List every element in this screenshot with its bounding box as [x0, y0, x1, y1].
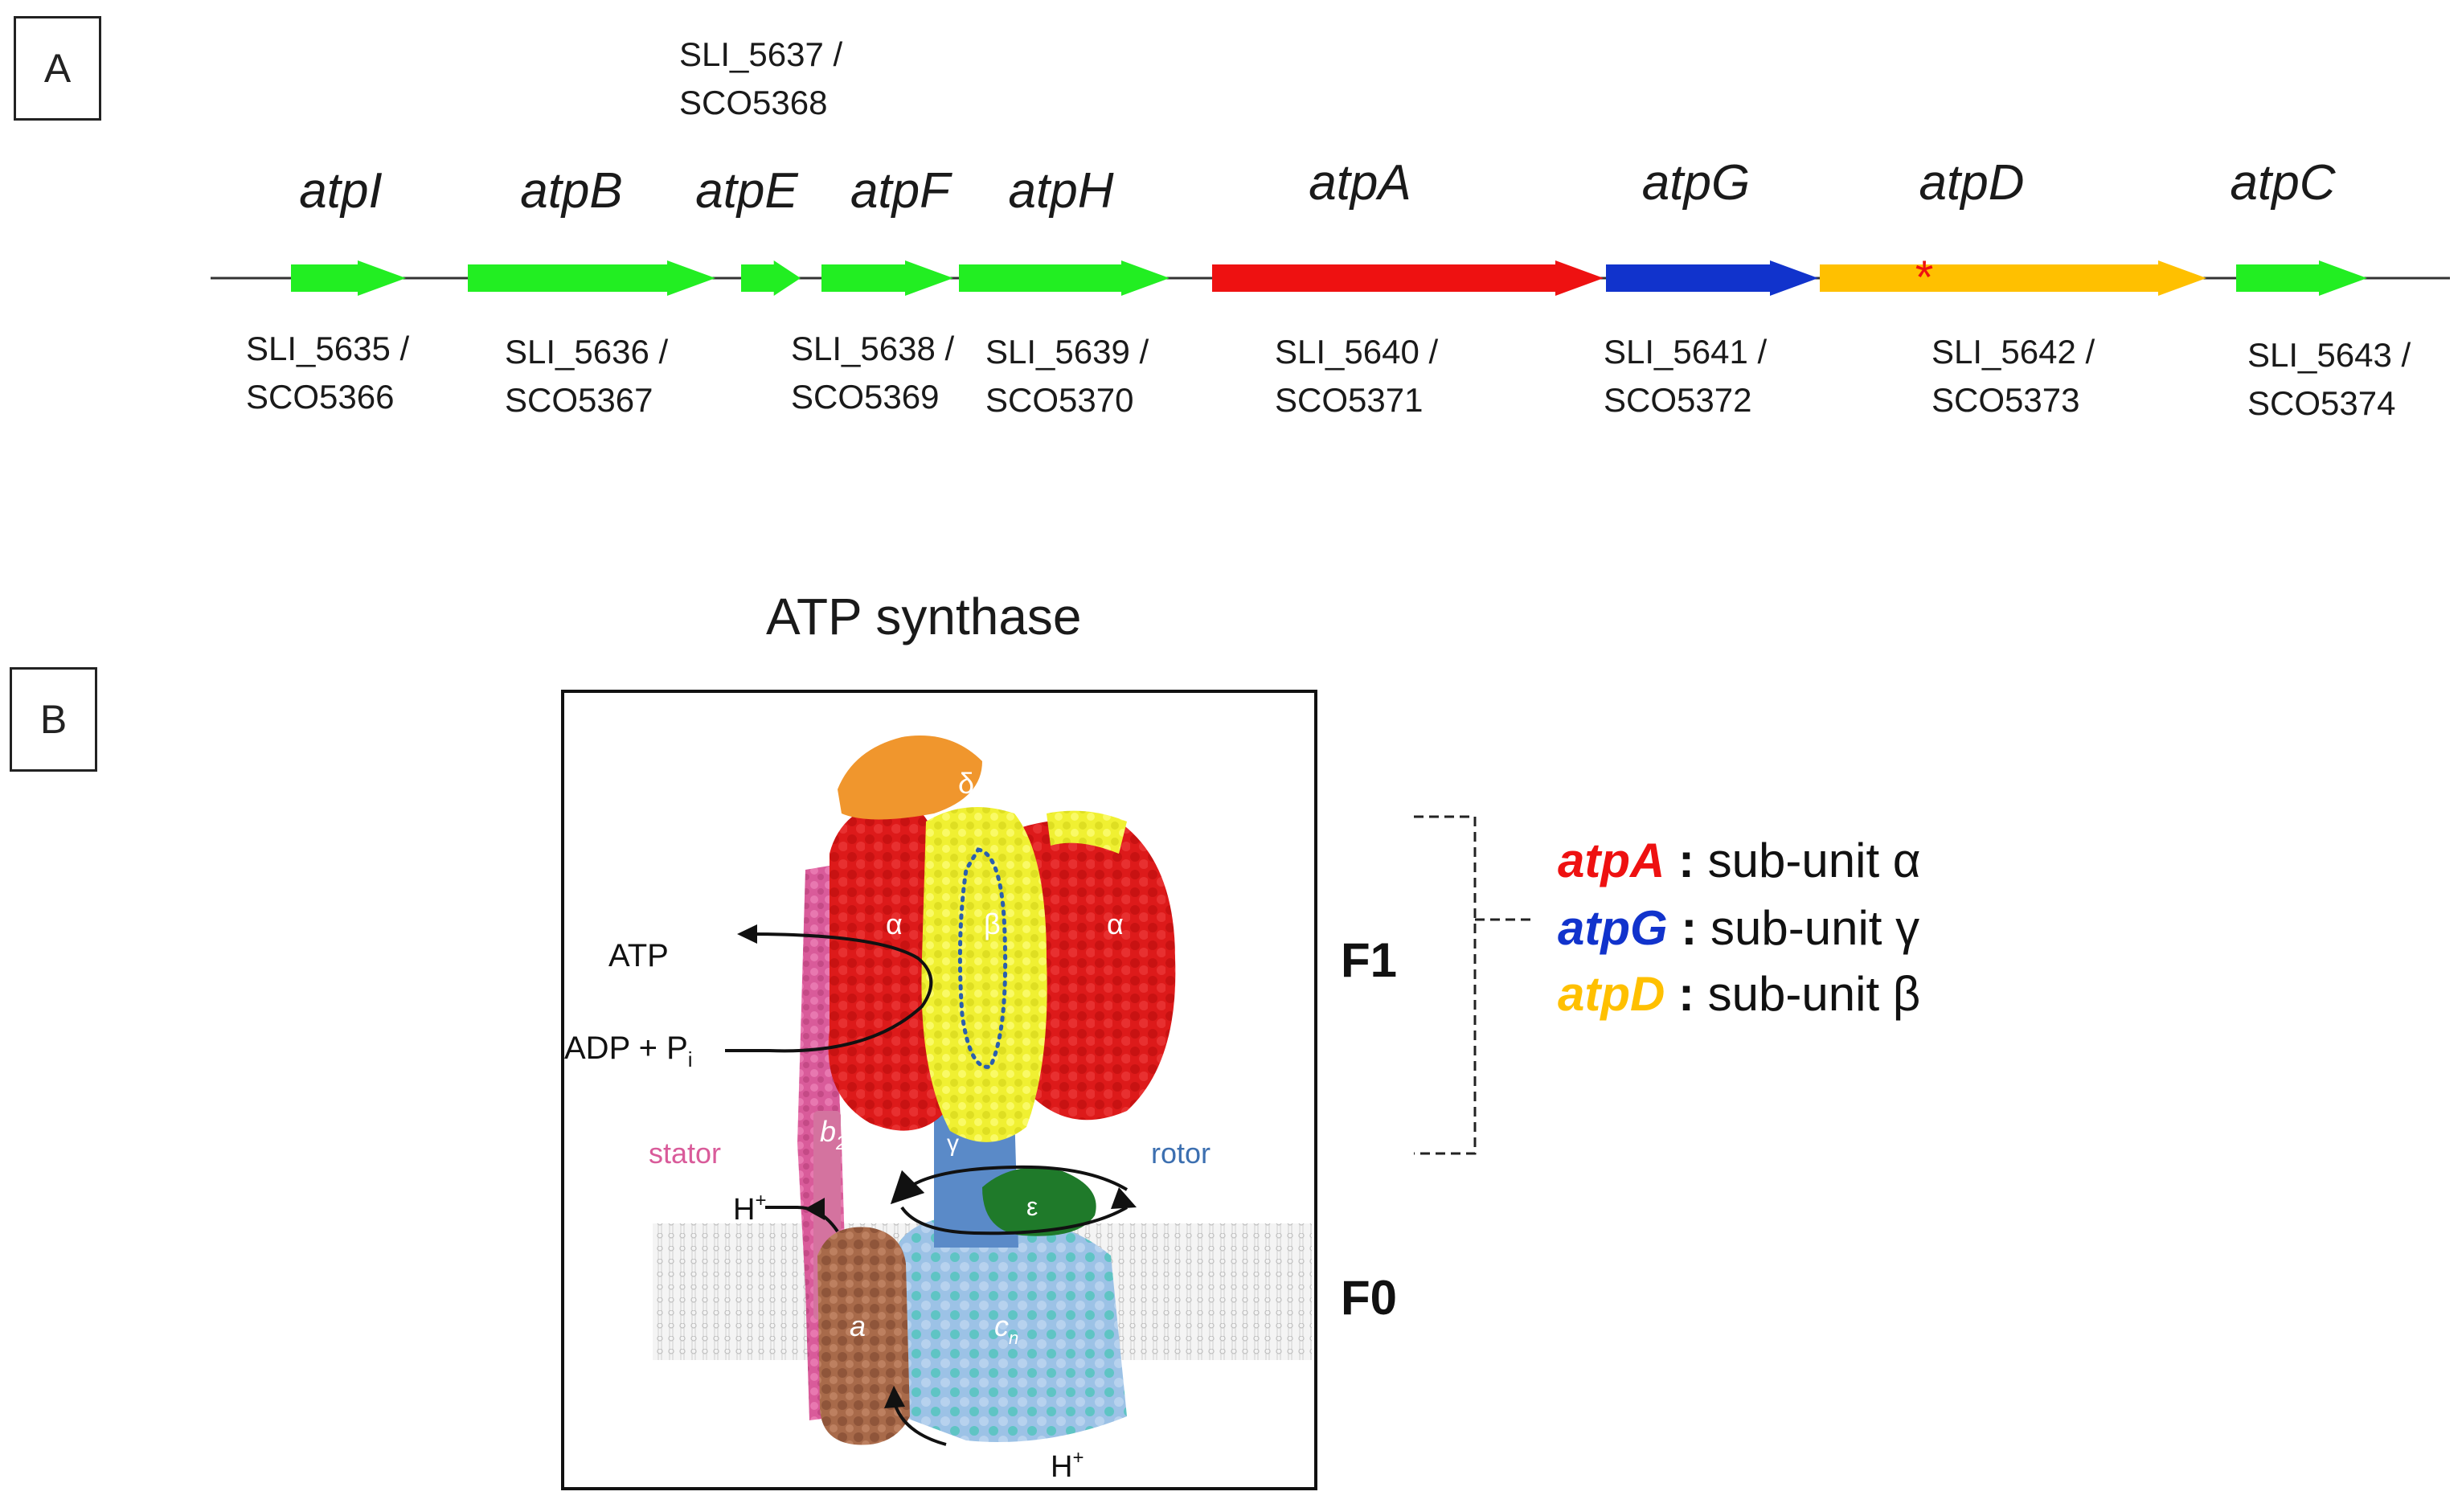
epsilon-label: ε [1026, 1192, 1038, 1221]
beta-subunit [921, 807, 1047, 1142]
legend-gene-atpG: atpG [1558, 901, 1668, 955]
yellow-fringe [1047, 810, 1127, 854]
locus-atpF: SLI_5638 /SCO5369 [791, 330, 955, 416]
gene-arrow-atpA [1212, 260, 1604, 296]
gene-arrow-atpI [291, 260, 406, 296]
locus-atpH: SLI_5639 /SCO5370 [985, 333, 1149, 419]
gene-name-atpI: atpI [299, 163, 383, 219]
cn-label: cn [994, 1309, 1018, 1348]
atp-label: ATP [608, 938, 669, 973]
rotation-arrow [900, 1206, 1129, 1235]
locus-atpC: SLI_5643 /SCO5374 [2247, 336, 2411, 422]
locus-atpB: SLI_5636 /SCO5367 [505, 333, 669, 419]
alpha-right-subunit [1014, 818, 1176, 1121]
alpha-left-subunit [828, 797, 946, 1131]
gene-arrow-atpC [2236, 260, 2367, 296]
h-bottom-arrowhead [884, 1386, 905, 1408]
h-top-arrowhead [805, 1198, 825, 1220]
gene-name-atpA: atpA [1309, 155, 1411, 211]
delta-subunit [838, 736, 982, 820]
gene-arrow-atpF [821, 260, 953, 296]
gene-arrow-atpD [1820, 260, 2206, 296]
alpha-left-label: α [886, 908, 903, 940]
gene-name-atpE: atpE [695, 163, 798, 219]
mutation-marker: * [1915, 252, 1934, 304]
f1-bracket [1414, 815, 1531, 1155]
gene-name-atpB: atpB [520, 163, 623, 219]
legend-gene-atpD: atpD [1558, 967, 1665, 1021]
locus-atpI: SLI_5635 /SCO5366 [246, 330, 410, 416]
atp-arrowhead [737, 924, 757, 944]
h-top-label: H+ [733, 1190, 766, 1227]
gene-arrow-atpB [468, 260, 715, 296]
locus-atpG: SLI_5641 /SCO5372 [1604, 333, 1768, 419]
adp-label: ADP + Pi [564, 1031, 693, 1072]
beta-label: β [984, 908, 1001, 940]
gene-arrow-atpH [959, 260, 1170, 296]
legend-row-atpG: atpG : sub-unit γ [1558, 901, 1920, 955]
gene-name-atpH: atpH [1008, 163, 1114, 219]
locus-atpD: SLI_5642 /SCO5373 [1932, 333, 2095, 419]
rotation-arrow-head [1111, 1187, 1137, 1209]
gene-name-atpG: atpG [1641, 155, 1751, 211]
gene-map: * [211, 252, 2450, 304]
gene-arrow-atpG [1606, 260, 1818, 296]
locus-atpA: SLI_5640 /SCO5371 [1275, 333, 1439, 419]
atp-arrow [725, 932, 933, 1053]
f1-region-label: F1 [1341, 933, 1398, 987]
gene-name-atpC: atpC [2230, 155, 2336, 211]
gene-name-atpD: atpD [1919, 155, 2025, 211]
alpha-right-label: α [1107, 908, 1124, 940]
c-ring [894, 1214, 1127, 1442]
panel-b-label: B [10, 667, 97, 772]
a-label: a [850, 1309, 866, 1342]
legend-row-atpD: atpD : sub-unit β [1558, 967, 1921, 1021]
b2-label: b2 [820, 1115, 846, 1154]
epsilon-subunit [982, 1167, 1096, 1236]
delta-label: δ [958, 767, 974, 800]
a-subunit [817, 1227, 910, 1445]
locus-atpE: SLI_5637 /SCO5368 [679, 35, 843, 121]
legend-row-atpA: atpA : sub-unit α [1558, 834, 1921, 887]
atp-synthase-structure: δ α β α γ ε b2 a cn ATP ADP + Pi stator … [564, 736, 1312, 1484]
gene-name-atpF: atpF [850, 163, 951, 219]
h-bottom-label: H+ [1051, 1447, 1084, 1484]
figure-title: ATP synthase [766, 588, 1082, 645]
rotor-label: rotor [1151, 1137, 1211, 1170]
beta-outline [957, 847, 1008, 1069]
gamma-label: γ [947, 1130, 959, 1157]
gene-arrow-atpE [741, 260, 801, 296]
legend-gene-atpA: atpA [1558, 834, 1665, 887]
panel-a-label: A [14, 16, 101, 121]
rotation-arrow-back [890, 1165, 1129, 1205]
atp-synthase-frame: δ α β α γ ε b2 a cn ATP ADP + Pi stator … [561, 690, 1317, 1490]
stator-label: stator [649, 1137, 721, 1170]
f0-region-label: F0 [1341, 1271, 1398, 1325]
